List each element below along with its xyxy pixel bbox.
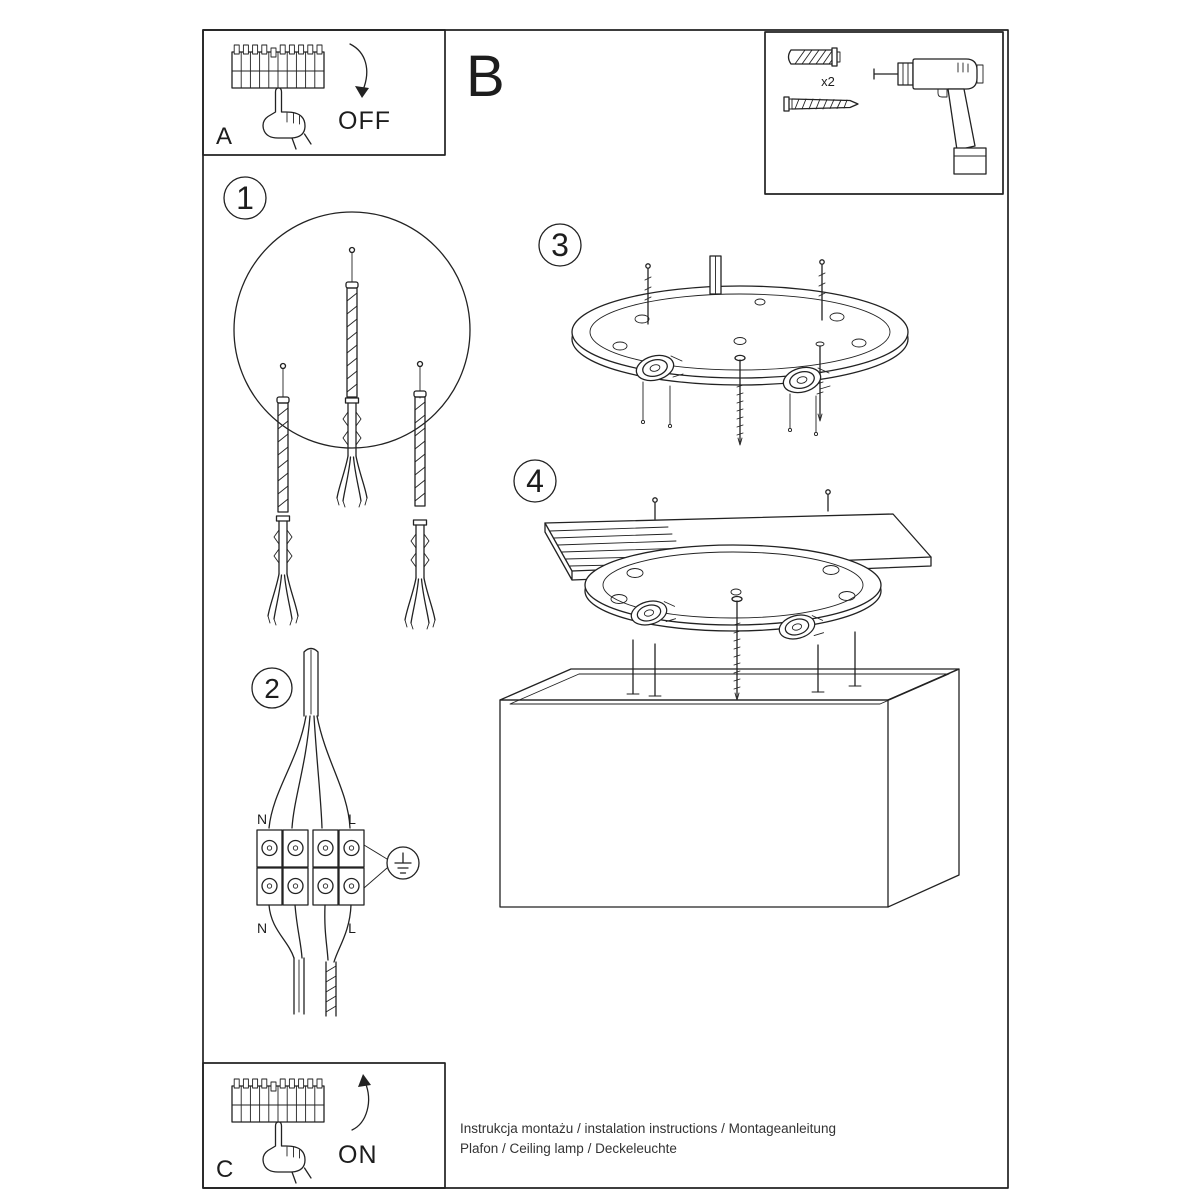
power-off-box: A OFF [202,29,446,156]
step-2-wiring: 2 N L N L [251,647,420,1017]
anchor-assembly-center [336,246,368,508]
screw-icon [783,96,859,112]
step-2-number: 2 [264,673,280,704]
center-screw [731,595,743,701]
section-b-label: B [466,44,505,109]
pointing-hand-icon [262,87,312,150]
threaded-rods [626,631,862,697]
anchor-assembly-right [404,360,436,630]
step-3-badge [538,223,582,267]
breaker-panel-icon [231,1078,325,1123]
footer-line-2: Plafon / Ceiling lamp / Deckeleuchte [460,1141,677,1156]
on-state-label: ON [338,1141,378,1169]
page-border [202,29,1009,1189]
step-1-number: 1 [236,180,254,216]
anchor-assembly-left [267,362,299,626]
arrow-up-head [358,1074,371,1087]
step-1-badge [223,176,267,220]
mounting-plate-drawing [571,255,909,446]
center-screw [734,354,746,446]
wires-bottom [268,904,352,1017]
neutral-label-bottom: N [257,920,267,936]
step-1: 1 [223,176,471,630]
step-4-number: 4 [526,463,544,499]
pointing-hand-icon [262,1121,312,1184]
arrow-down-head [355,86,369,98]
dowel-count-label: x2 [821,74,835,89]
power-on-frame [202,1062,446,1189]
wires-top [268,715,351,829]
arrow-up-icon [351,1081,370,1131]
drill-icon [873,58,987,175]
off-state-label: OFF [338,107,391,135]
lamp-shade-box [499,668,960,908]
arrow-down-icon [349,43,368,91]
hardware-parts-box: x2 [764,31,1004,195]
detail-zoom-circle [233,211,471,449]
section-a-label: A [216,123,232,150]
section-c-label: C [216,1156,233,1183]
live-label-bottom: L [348,920,356,936]
step-3-number: 3 [551,227,569,263]
step-3: 3 [538,223,909,446]
wall-plug-icon [787,47,841,67]
step-4: 4 [499,459,960,908]
footer-line-1: Instrukcja montażu / instalation instruc… [460,1121,836,1136]
live-label-top: L [348,811,356,827]
canopy-round-plate [584,544,882,701]
neutral-label-top: N [257,811,267,827]
hardware-frame [764,31,1004,195]
step-2-badge [251,667,293,709]
step-4-badge [513,459,557,503]
power-off-frame [202,29,446,156]
power-on-box: C ON [202,1062,446,1189]
breaker-panel-icon [231,44,325,89]
earth-symbol [363,844,420,889]
terminal-block [256,829,365,906]
supply-cable [303,647,319,717]
